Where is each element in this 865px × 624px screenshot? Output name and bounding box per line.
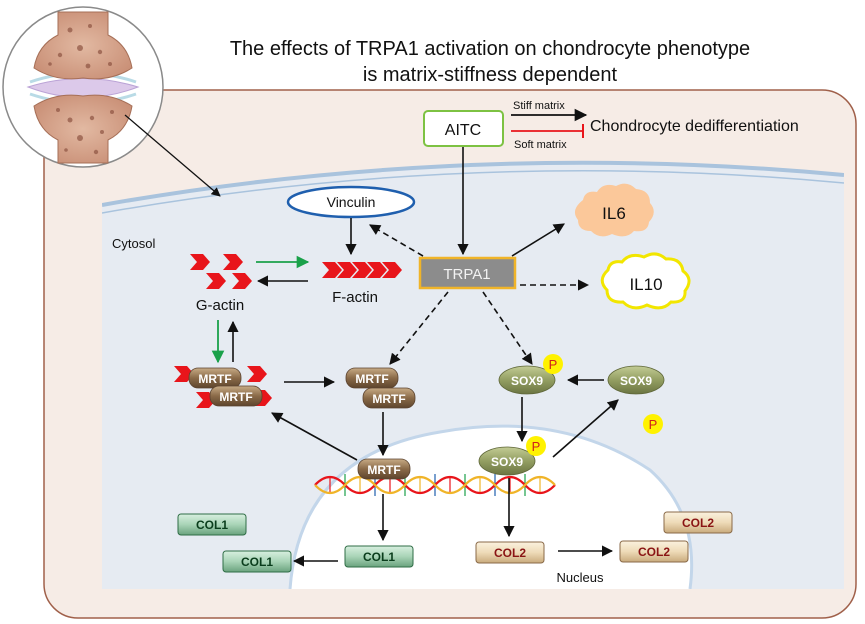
f-actin-filament[interactable] [322, 262, 402, 278]
free-mrtf[interactable]: MRTF MRTF [345, 367, 416, 409]
col2-nuclear-label: COL2 [494, 546, 526, 560]
col2-cytosol-label: COL2 [638, 545, 670, 559]
sox9-phospho-cytosol[interactable]: SOX9 P [498, 354, 563, 395]
g-actin-label: G-actin [196, 297, 244, 314]
sox9-cytosol-phospho: P [549, 357, 558, 372]
col2-cytosol[interactable]: COL2 [619, 540, 689, 563]
dedifferentiation-label: Chondrocyte dedifferentiation [590, 118, 799, 135]
sox9-export-arrow [552, 399, 619, 458]
col1-cytosol-label: COL1 [241, 555, 273, 569]
il6-label: IL6 [602, 204, 626, 223]
trpa1-to-mrtf-arrow [389, 291, 449, 365]
mrtf-export-arrow [271, 412, 358, 461]
trpa1-box[interactable] [418, 256, 517, 290]
g-actin-monomers[interactable] [190, 254, 252, 289]
stiff-matrix-label: Stiff matrix [513, 100, 565, 112]
col1-nuclear-label: COL1 [363, 550, 395, 564]
col2-secreted-label: COL2 [682, 516, 714, 530]
mrtf-gactin-complex[interactable]: MRTF MRTF [174, 366, 272, 408]
col1-secreted-label: COL1 [196, 518, 228, 532]
sox9-cytosol-label: SOX9 [511, 374, 543, 388]
sox9-unphospho-label: SOX9 [620, 374, 652, 388]
free-phosphate-label: P [649, 417, 658, 432]
cell-membrane-inner [102, 170, 844, 214]
sox9-unphospho[interactable]: SOX9 [607, 365, 665, 395]
dna-helix [314, 474, 556, 496]
aitc-box[interactable] [423, 110, 504, 147]
nuclear-mrtf[interactable]: MRTF [357, 458, 411, 480]
cell-membrane [102, 160, 844, 207]
free-phosphate [643, 414, 663, 434]
col1-cytosol[interactable]: COL1 [222, 550, 292, 573]
soft-matrix-label: Soft matrix [514, 139, 567, 151]
il10-cloud[interactable] [600, 252, 691, 310]
nuclear-mrtf-label: MRTF [367, 463, 400, 477]
title-line-2: is matrix-stiffness dependent [363, 64, 618, 86]
title-line-1: The effects of TRPA1 activation on chond… [230, 38, 750, 60]
trpa1-to-sox9-arrow [482, 291, 533, 365]
il10-label: IL10 [629, 275, 662, 294]
trpa1-label: TRPA1 [443, 266, 490, 283]
col2-nuclear[interactable]: COL2 [475, 541, 545, 564]
col2-secreted[interactable]: COL2 [663, 511, 733, 534]
cytosol-label: Cytosol [112, 236, 155, 251]
mrtf-complex-label-2: MRTF [219, 390, 252, 404]
vinculin-label: Vinculin [327, 194, 376, 210]
col1-nuclear[interactable]: COL1 [344, 545, 414, 568]
f-actin-label: F-actin [332, 289, 378, 306]
joint-to-cell-arrow [124, 114, 221, 197]
aitc-label: AITC [445, 122, 481, 139]
sox9-nucleus-label: SOX9 [491, 455, 523, 469]
sox9-nucleus-phospho: P [532, 439, 541, 454]
mrtf-complex-label-1: MRTF [198, 372, 231, 386]
il6-cloud[interactable] [574, 183, 654, 237]
col1-secreted[interactable]: COL1 [177, 513, 247, 536]
nucleus-label: Nucleus [557, 570, 604, 585]
sox9-phospho-nucleus[interactable]: SOX9 P [478, 436, 546, 476]
vinculin-ellipse[interactable] [286, 185, 416, 219]
nuclear-envelope [288, 424, 694, 589]
trpa1-to-vinculin-arrow [369, 224, 424, 257]
free-mrtf-label-2: MRTF [372, 392, 405, 406]
trpa1-to-il6-arrow [511, 223, 565, 257]
joint-illustration [2, 6, 164, 168]
free-mrtf-label-1: MRTF [355, 372, 388, 386]
